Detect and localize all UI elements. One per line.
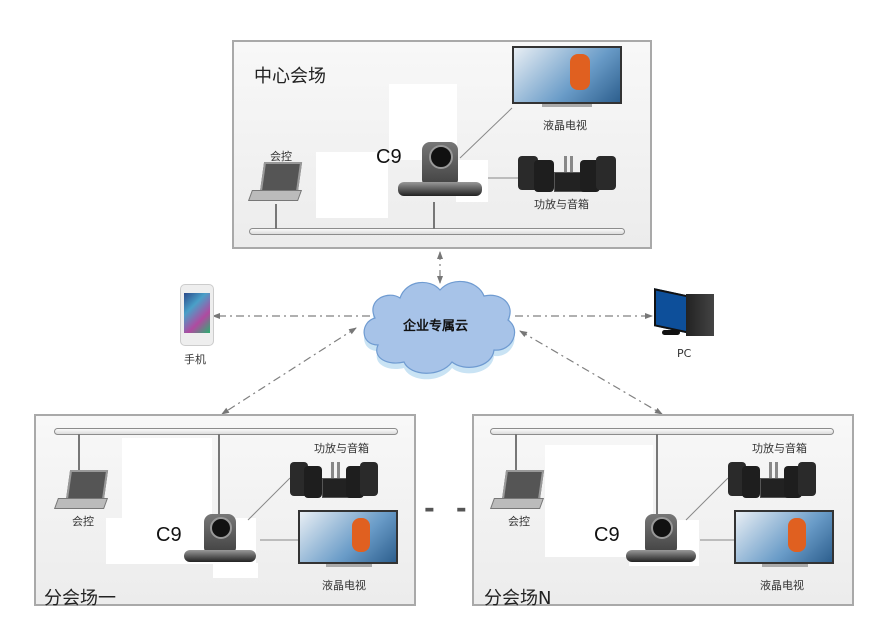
site-branch-n-laptop-label: 会控 bbox=[508, 515, 530, 528]
site-center-tv-label: 液晶电视 bbox=[543, 119, 587, 132]
site-branch-1-bus bbox=[54, 428, 398, 435]
laptop-icon bbox=[489, 470, 545, 510]
site-branch-1-tv-label: 液晶电视 bbox=[322, 579, 366, 592]
desktop-pc-icon bbox=[652, 288, 720, 336]
site-center-laptop-label: 会控 bbox=[270, 150, 292, 163]
site-branch-n-camera-label: C9 bbox=[594, 524, 620, 546]
smartphone-icon bbox=[180, 284, 214, 346]
site-branch-1-laptop-label: 会控 bbox=[72, 515, 94, 528]
amplifier-speakers-icon bbox=[728, 458, 816, 498]
more-sites-ellipsis: - - bbox=[424, 494, 473, 524]
amplifier-speakers-icon bbox=[290, 458, 378, 498]
video-conference-camera-icon bbox=[184, 514, 256, 564]
site-branch-1-speakers-label: 功放与音箱 bbox=[314, 442, 369, 455]
site-branch-1-title: 分会场一 bbox=[44, 588, 116, 609]
video-conference-camera-icon bbox=[398, 142, 482, 198]
site-center-camera-label: C9 bbox=[376, 146, 402, 168]
site-center-bus bbox=[249, 228, 625, 235]
link-cloud-branch1 bbox=[221, 327, 357, 415]
phone-label: 手机 bbox=[184, 353, 206, 366]
site-branch-n-title: 分会场N bbox=[484, 588, 552, 609]
pc-label: PC bbox=[677, 347, 692, 360]
site-branch-1-camera-label: C9 bbox=[156, 524, 182, 546]
lcd-tv-icon bbox=[512, 46, 624, 108]
site-branch-n-tv-label: 液晶电视 bbox=[760, 579, 804, 592]
lcd-tv-icon bbox=[298, 510, 400, 570]
site-center-speakers-label: 功放与音箱 bbox=[534, 198, 589, 211]
site-branch-n-bus bbox=[490, 428, 834, 435]
video-conference-camera-icon bbox=[626, 514, 696, 564]
amplifier-speakers-icon bbox=[518, 152, 616, 192]
cloud-label: 企业专属云 bbox=[403, 319, 469, 334]
cloud-icon bbox=[363, 280, 516, 380]
lcd-tv-icon bbox=[734, 510, 836, 570]
site-center-title: 中心会场 bbox=[254, 66, 326, 87]
site-branch-n-speakers-label: 功放与音箱 bbox=[752, 442, 807, 455]
